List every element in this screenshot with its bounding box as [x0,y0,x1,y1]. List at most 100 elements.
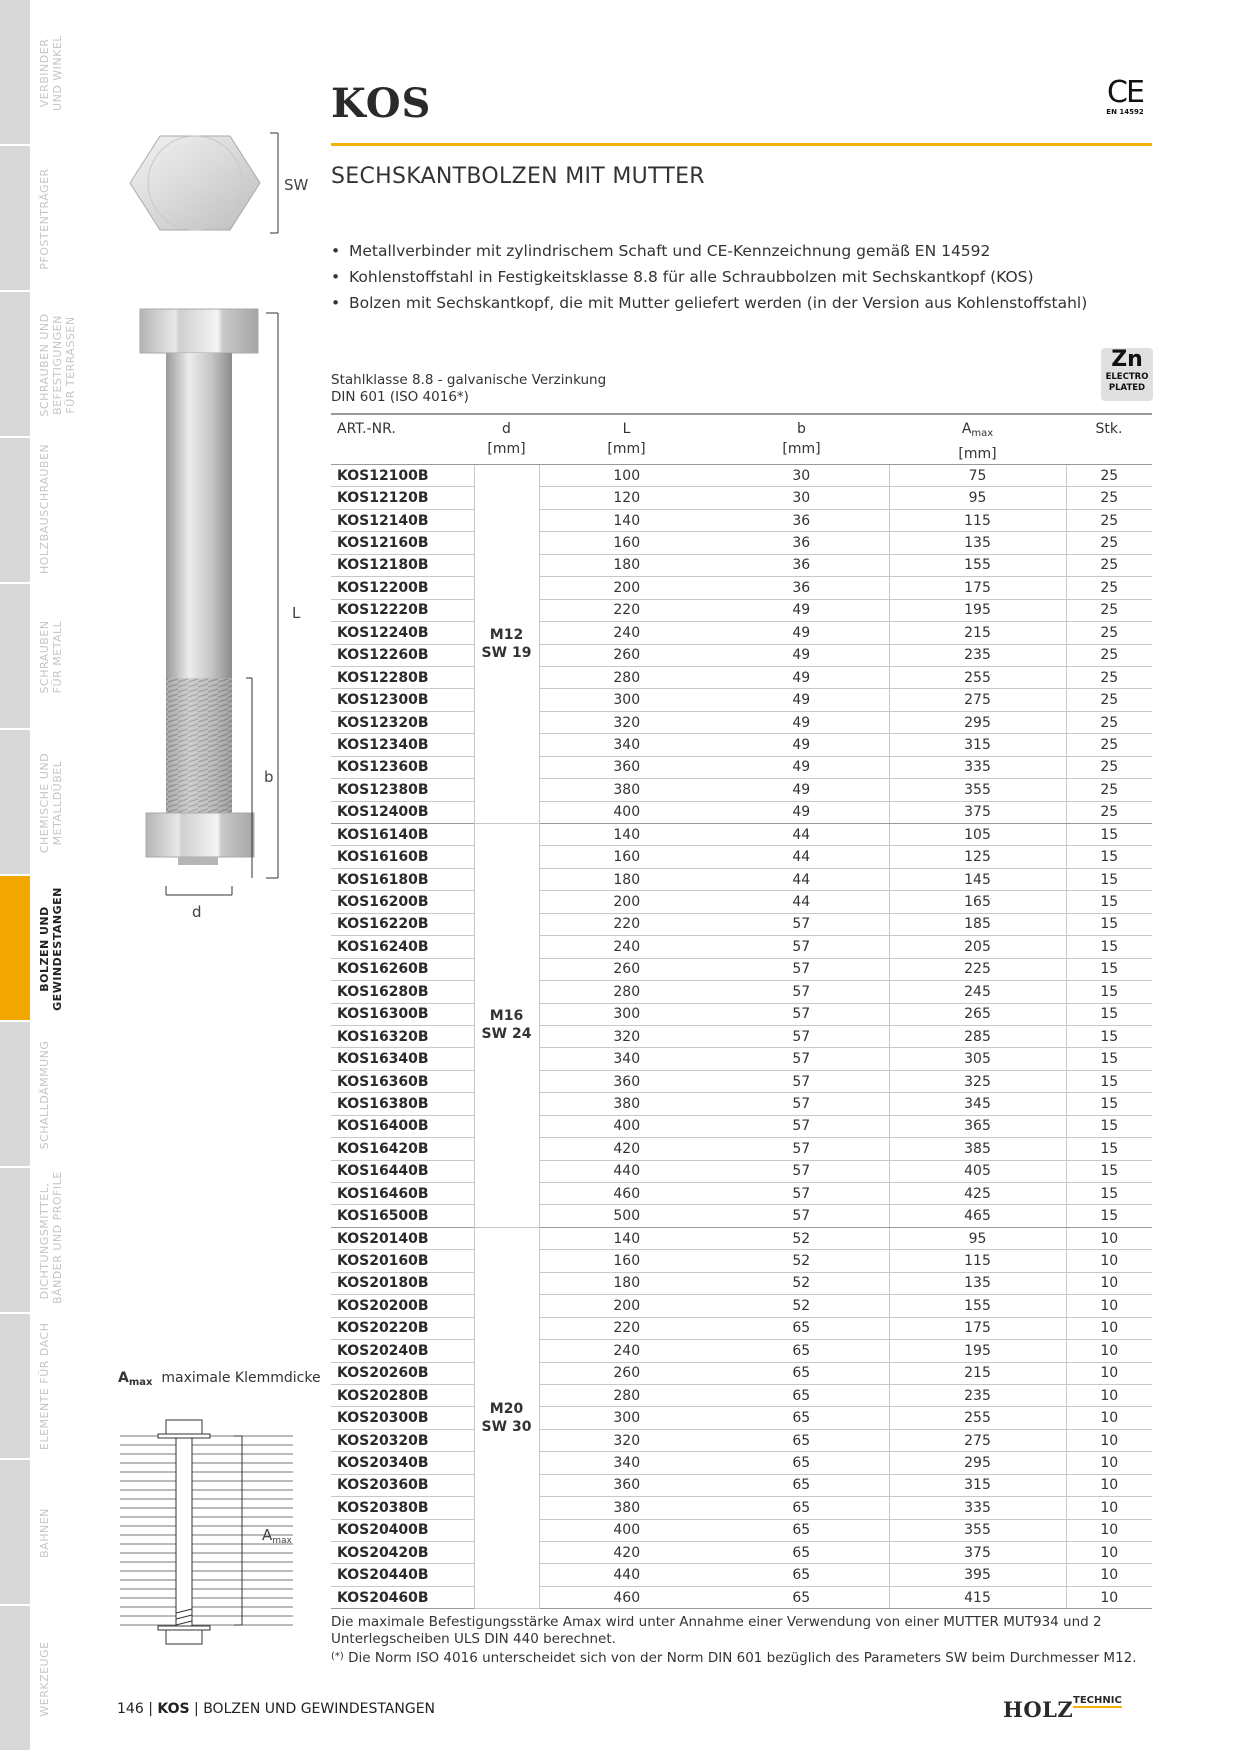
cell-art-nr: KOS12220B [331,599,474,623]
title-rule [331,143,1152,146]
wrench-size-value: SW 30 [481,1419,532,1436]
cell-amax: 145 [889,868,1067,892]
cell-art-nr: KOS12400B [331,801,474,825]
side-tab[interactable] [0,1606,30,1752]
side-tab[interactable] [0,876,30,1022]
cell-amax: 335 [889,756,1067,780]
cell-length: 420 [539,1541,714,1565]
side-tab[interactable] [0,1168,30,1314]
footer-sep: | [148,1701,153,1717]
cell-qty: 25 [1066,599,1152,623]
cell-thread-length: 57 [714,1137,890,1161]
cell-thread-length: 65 [714,1496,890,1520]
cell-thread-length: 57 [714,1182,890,1206]
cell-thread-length: 57 [714,1115,890,1139]
ce-logo: CE [1107,75,1145,110]
cell-amax: 135 [889,1272,1067,1296]
cell-amax: 355 [889,1519,1067,1543]
cell-amax: 205 [889,935,1067,959]
cell-thread-length: 65 [714,1451,890,1475]
cell-amax: 275 [889,688,1067,712]
cell-thread-length: 49 [714,801,890,825]
cell-length: 220 [539,1317,714,1341]
side-tab[interactable] [0,1460,30,1606]
cell-qty: 10 [1066,1496,1152,1520]
side-tab[interactable] [0,146,30,292]
cell-art-nr: KOS20260B [331,1362,474,1385]
cell-art-nr: KOS16280B [331,980,474,1004]
cell-length: 300 [539,1003,714,1026]
side-tab[interactable] [0,438,30,584]
cell-amax: 255 [889,1406,1067,1430]
cell-length: 200 [539,890,714,914]
cell-length: 180 [539,554,714,578]
cell-length: 360 [539,1070,714,1094]
cell-art-nr: KOS20280B [331,1384,474,1408]
amax-dim-sub: max [272,1536,292,1546]
cell-thread-length: 65 [714,1474,890,1498]
cell-length: 200 [539,1294,714,1318]
cell-length: 220 [539,913,714,937]
cell-length: 280 [539,1384,714,1408]
cell-qty: 10 [1066,1339,1152,1363]
cell-length: 280 [539,980,714,1004]
cell-art-nr: KOS20240B [331,1339,474,1363]
cell-qty: 15 [1066,1204,1152,1228]
cell-length: 320 [539,1025,714,1049]
spec-norm: DIN 601 (ISO 4016*) [331,389,469,405]
cell-thread-length: 65 [714,1362,890,1385]
side-tab[interactable] [0,1314,30,1460]
cell-thread-length: 57 [714,1204,890,1228]
cell-thread-length: 52 [714,1227,890,1251]
cell-art-nr: KOS16220B [331,913,474,937]
cell-art-nr: KOS16500B [331,1204,474,1228]
footnote-amax: Die maximale Befestigungsstärke Amax wir… [331,1614,1102,1647]
cell-length: 300 [539,688,714,712]
side-tab[interactable] [0,730,30,876]
cell-amax: 295 [889,1451,1067,1475]
cell-art-nr: KOS16140B [331,823,474,847]
cell-thread-length: 65 [714,1541,890,1565]
cell-thread-length: 49 [714,733,890,757]
cell-amax: 105 [889,823,1067,847]
cell-amax: 375 [889,1541,1067,1565]
side-tab[interactable] [0,0,30,146]
cell-amax: 155 [889,554,1067,578]
cell-art-nr: KOS12180B [331,554,474,578]
side-tab[interactable] [0,1022,30,1168]
cell-qty: 15 [1066,1047,1152,1071]
cell-thread-length: 49 [714,778,890,802]
cell-art-nr: KOS16340B [331,1047,474,1071]
cell-art-nr: KOS16420B [331,1137,474,1161]
cell-art-nr: KOS16360B [331,1070,474,1094]
side-tab[interactable] [0,292,30,438]
cell-amax: 405 [889,1160,1067,1184]
cell-length: 140 [539,823,714,847]
cell-art-nr: KOS20360B [331,1474,474,1498]
cell-amax: 255 [889,666,1067,690]
cell-length: 420 [539,1137,714,1161]
page-number: 146 [117,1701,144,1717]
cell-amax: 125 [889,845,1067,869]
cell-thread-length: 49 [714,599,890,623]
cell-art-nr: KOS20380B [331,1496,474,1520]
ce-mark: CE EN 14592 [1100,75,1150,117]
header-b: b[mm] [714,413,889,465]
cell-thread-length: 65 [714,1339,890,1363]
cell-art-nr: KOS12120B [331,486,474,510]
cell-art-nr: KOS12340B [331,733,474,757]
side-tab[interactable] [0,584,30,730]
